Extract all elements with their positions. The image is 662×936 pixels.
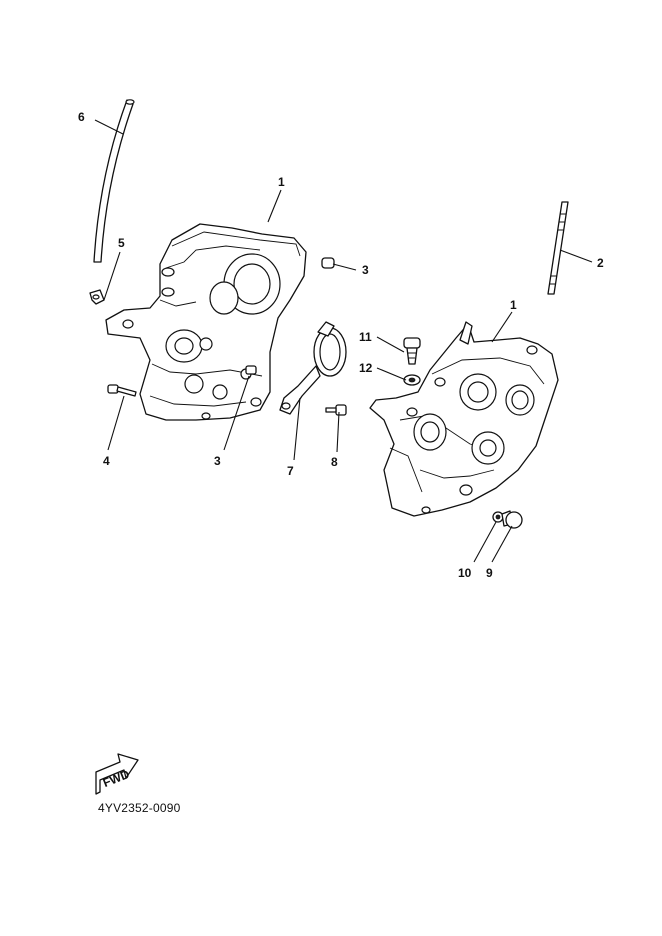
part-5-fitting [89,289,105,305]
part-10-washer [492,511,504,523]
part-8-screw [325,404,347,416]
figure-code: 4YV2352-0090 [98,801,181,815]
callout-5: 5 [118,236,125,250]
callout-10: 10 [458,566,472,580]
callout-8: 8 [331,455,338,469]
callout-3-top: 3 [362,263,369,277]
callout-11: 11 [359,330,372,344]
part-7-clamp [279,321,347,415]
leader-lines [94,119,593,563]
callout-3-bottom: 3 [214,454,221,468]
part-11-bolt [403,337,421,365]
fwd-arrow-icon: FWD [95,753,139,795]
part-6-hose [93,99,135,263]
callout-12: 12 [359,361,373,375]
callout-6: 6 [78,110,85,124]
callout-1-left: 1 [278,175,285,189]
callout-7: 7 [287,464,294,478]
part-9-plug [501,510,523,529]
part-2-stud [547,201,569,295]
callout-2: 2 [597,256,604,270]
part-1-crankcase-left [105,223,307,421]
part-4-bolt [107,384,137,397]
callout-4: 4 [103,454,110,468]
part-12-washer [403,374,421,386]
callout-9: 9 [486,566,493,580]
callout-1-right: 1 [510,298,517,312]
part-3-dowel-top [321,257,335,269]
part-1-crankcase-right [369,321,559,517]
